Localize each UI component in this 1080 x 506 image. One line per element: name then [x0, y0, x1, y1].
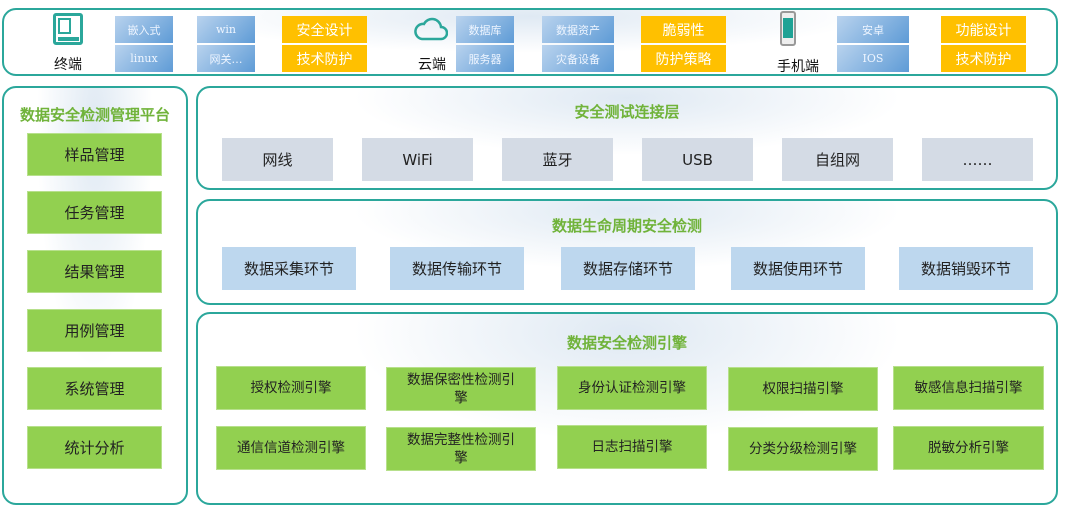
conn-wifi: WiFi	[362, 138, 473, 181]
tag-vulnerability: 脆弱性	[641, 16, 726, 43]
conn-more: ……	[922, 138, 1033, 181]
engine-title: 数据安全检测引擎	[566, 334, 687, 352]
engine-authorization: 授权检测引擎	[216, 366, 366, 410]
engine-log-scan: 日志扫描引擎	[557, 425, 707, 469]
cloud-icon	[414, 14, 449, 42]
tag-win: win	[197, 16, 255, 43]
platform-title: 数据安全检测管理平台	[19, 106, 170, 124]
engine-classification: 分类分级检测引擎	[728, 427, 878, 471]
tag-server: 服务器	[456, 45, 514, 72]
engine-desensitization: 脱敏分析引擎	[893, 426, 1044, 470]
tag-protection-strategy: 防护策略	[641, 45, 726, 72]
cloud-label: 云端	[418, 57, 446, 73]
platform-item-stats[interactable]: 统计分析	[27, 426, 162, 469]
tag-gateway: 网关…	[197, 45, 255, 72]
platform-item-results[interactable]: 结果管理	[27, 250, 162, 293]
tag-linux: linux	[115, 45, 173, 72]
conn-adhoc: 自组网	[782, 138, 893, 181]
platform-item-samples[interactable]: 样品管理	[27, 133, 162, 176]
tag-ios: IOS	[837, 45, 909, 72]
engine-confidentiality: 数据保密性检测引擎	[386, 367, 536, 411]
platform-item-tasks[interactable]: 任务管理	[27, 191, 162, 234]
tag-database: 数据库	[456, 16, 514, 43]
tag-backup-device: 灾备设备	[542, 45, 614, 72]
conn-usb: USB	[642, 138, 753, 181]
tag-embedded: 嵌入式	[115, 16, 173, 43]
terminal-icon	[53, 13, 83, 45]
connection-panel	[196, 86, 1058, 190]
mobile-phone-icon	[780, 11, 796, 46]
lifecycle-destroy: 数据销毁环节	[899, 247, 1033, 290]
lifecycle-title: 数据生命周期安全检测	[551, 217, 702, 235]
conn-bluetooth: 蓝牙	[502, 138, 613, 181]
engine-integrity: 数据完整性检测引擎	[386, 427, 536, 471]
engine-sensitive-scan: 敏感信息扫描引擎	[893, 366, 1044, 410]
connection-title: 安全测试连接层	[574, 103, 680, 121]
mobile-label: 手机端	[777, 59, 819, 75]
tag-security-design: 安全设计	[282, 16, 367, 43]
platform-item-cases[interactable]: 用例管理	[27, 309, 162, 352]
tag-data-assets: 数据资产	[542, 16, 614, 43]
tag-tech-protection: 技术防护	[282, 45, 367, 72]
tag-tech-protection-mobile: 技术防护	[941, 45, 1026, 72]
tag-android: 安卓	[837, 16, 909, 43]
lifecycle-use: 数据使用环节	[731, 247, 865, 290]
platform-item-system[interactable]: 系统管理	[27, 367, 162, 410]
lifecycle-storage: 数据存储环节	[561, 247, 695, 290]
engine-channel: 通信信道检测引擎	[216, 426, 366, 470]
tag-function-design: 功能设计	[941, 16, 1026, 43]
engine-authentication: 身份认证检测引擎	[557, 366, 707, 410]
lifecycle-transfer: 数据传输环节	[390, 247, 524, 290]
conn-cable: 网线	[222, 138, 333, 181]
terminal-label: 终端	[54, 57, 82, 73]
engine-permission-scan: 权限扫描引擎	[728, 367, 878, 411]
lifecycle-collect: 数据采集环节	[222, 247, 356, 290]
